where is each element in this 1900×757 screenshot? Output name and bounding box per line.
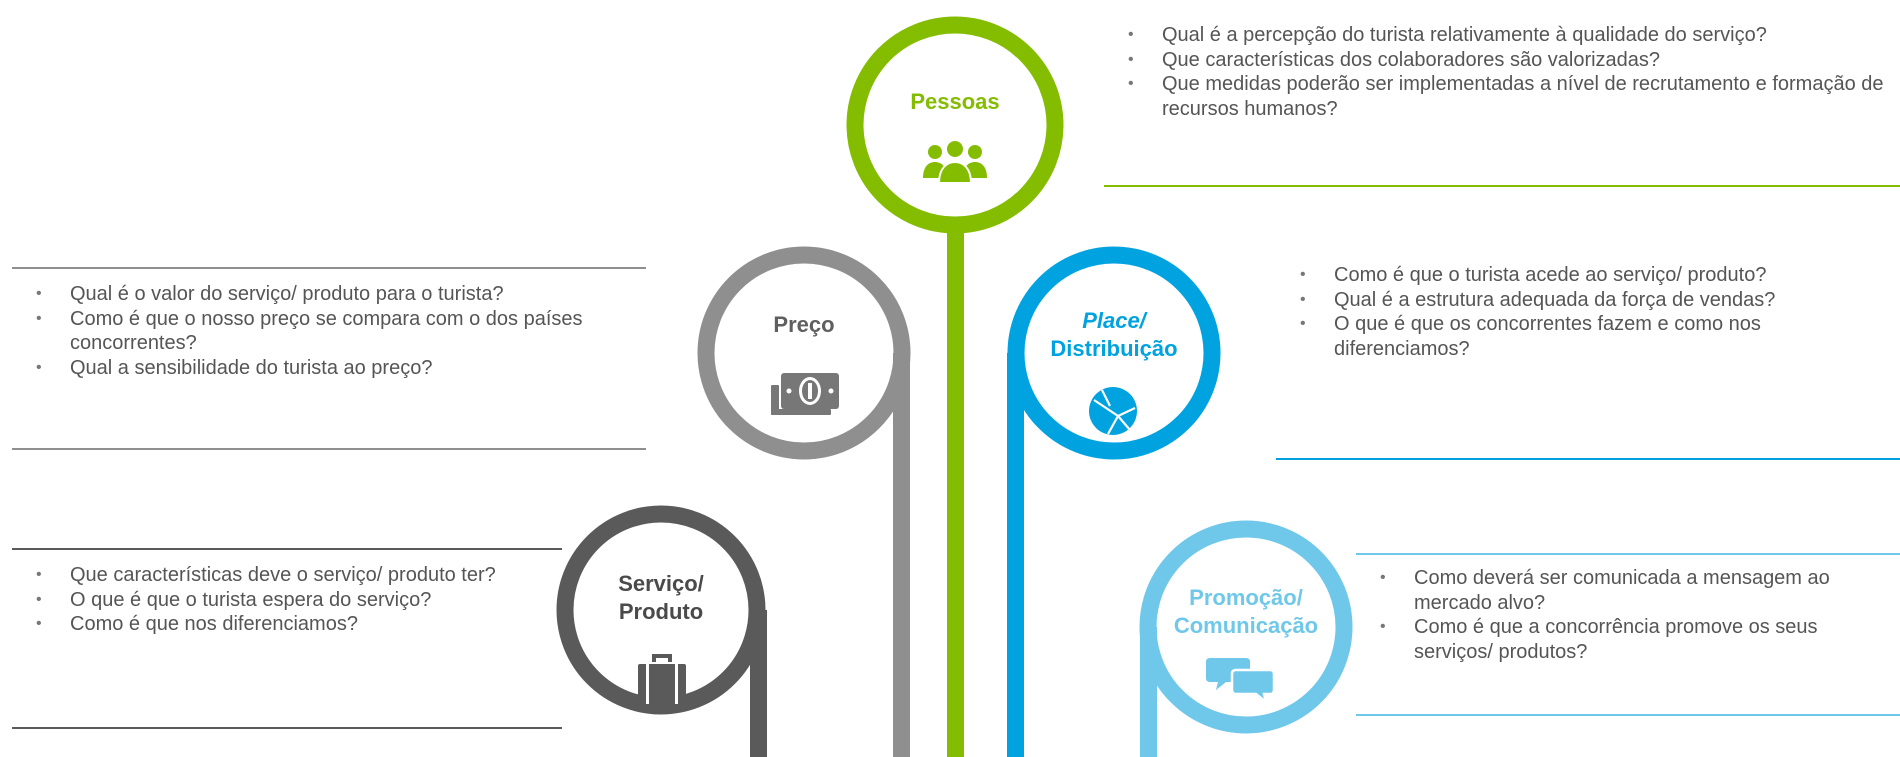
list-item: Como deverá ser comunicada a mensagem ao… xyxy=(1356,566,1896,615)
list-item: Como é que o turista acede ao serviço/ p… xyxy=(1276,263,1888,288)
list-item: Como é que nos diferenciamos? xyxy=(12,612,552,637)
list-item: O que é que os concorrentes fazem e como… xyxy=(1276,312,1888,361)
list-item: Que características dos colaboradores sã… xyxy=(1104,48,1884,73)
servico-title-line2: Produto xyxy=(618,599,704,624)
list-item: Qual é o valor do serviço/ produto para … xyxy=(12,282,642,307)
briefcase-icon xyxy=(638,654,686,704)
place-divider xyxy=(1276,458,1900,460)
servico-title: Serviço/ Produto xyxy=(561,570,761,626)
pessoas-title: Pessoas xyxy=(855,88,1055,116)
list-item: Que medidas poderão ser implementadas a … xyxy=(1104,72,1884,121)
list-item: O que é que o turista espera do serviço? xyxy=(12,588,552,613)
place-title: Place/ Distribuição xyxy=(1014,307,1214,363)
preco-ring xyxy=(697,246,911,460)
promocao-question-list: Como deverá ser comunicada a mensagem ao… xyxy=(1356,566,1896,664)
chat-icon xyxy=(1206,658,1276,702)
promocao-top-divider xyxy=(1356,553,1900,555)
place-stem xyxy=(1007,353,1024,757)
preco-bottom-divider xyxy=(12,448,646,450)
promocao-stem xyxy=(1140,627,1157,757)
preco-title: Preço xyxy=(704,311,904,339)
globe-icon xyxy=(1089,387,1137,435)
preco-top-divider xyxy=(12,267,646,269)
pessoas-ring xyxy=(846,16,1064,234)
servico-question-list: Que características deve o serviço/ prod… xyxy=(12,563,552,637)
pessoas-questions: Qual é a percepção do turista relativame… xyxy=(1104,23,1884,121)
pessoas-title-text: Pessoas xyxy=(910,89,1000,114)
list-item: Qual a sensibilidade do turista ao preço… xyxy=(12,356,642,381)
money-icon xyxy=(771,373,839,415)
servico-bottom-divider xyxy=(12,727,562,729)
servico-stem xyxy=(750,610,767,757)
promocao-title-line1: Promoção/ xyxy=(1189,585,1303,610)
preco-question-list: Qual é o valor do serviço/ produto para … xyxy=(12,282,642,380)
promocao-questions: Como deverá ser comunicada a mensagem ao… xyxy=(1356,566,1896,664)
place-questions: Como é que o turista acede ao serviço/ p… xyxy=(1276,263,1888,361)
list-item: Qual é a estrutura adequada da força de … xyxy=(1276,288,1888,313)
people-icon xyxy=(923,139,987,184)
place-title-italic: Place/ xyxy=(1082,308,1146,333)
place-question-list: Como é que o turista acede ao serviço/ p… xyxy=(1276,263,1888,361)
servico-questions: Que características deve o serviço/ prod… xyxy=(12,563,552,637)
promocao-bottom-divider xyxy=(1356,714,1900,716)
list-item: Como é que o nosso preço se compara com … xyxy=(12,307,642,356)
preco-stem xyxy=(893,353,910,757)
promocao-title-line2: Comunicação xyxy=(1173,613,1319,638)
pessoas-stem xyxy=(947,200,964,757)
list-item: Como é que a concorrência promove os seu… xyxy=(1356,615,1896,664)
servico-top-divider xyxy=(12,548,562,550)
pessoas-divider xyxy=(1104,185,1900,187)
pessoas-question-list: Qual é a percepção do turista relativame… xyxy=(1104,23,1884,121)
list-item: Que características deve o serviço/ prod… xyxy=(12,563,552,588)
place-title-text: Distribuição xyxy=(1050,336,1178,361)
list-item: Qual é a percepção do turista relativame… xyxy=(1104,23,1884,48)
preco-title-text: Preço xyxy=(773,312,835,337)
preco-questions: Qual é o valor do serviço/ produto para … xyxy=(12,282,642,380)
servico-title-line1: Serviço/ xyxy=(618,571,704,596)
promocao-title: Promoção/ Comunicação xyxy=(1146,584,1346,640)
